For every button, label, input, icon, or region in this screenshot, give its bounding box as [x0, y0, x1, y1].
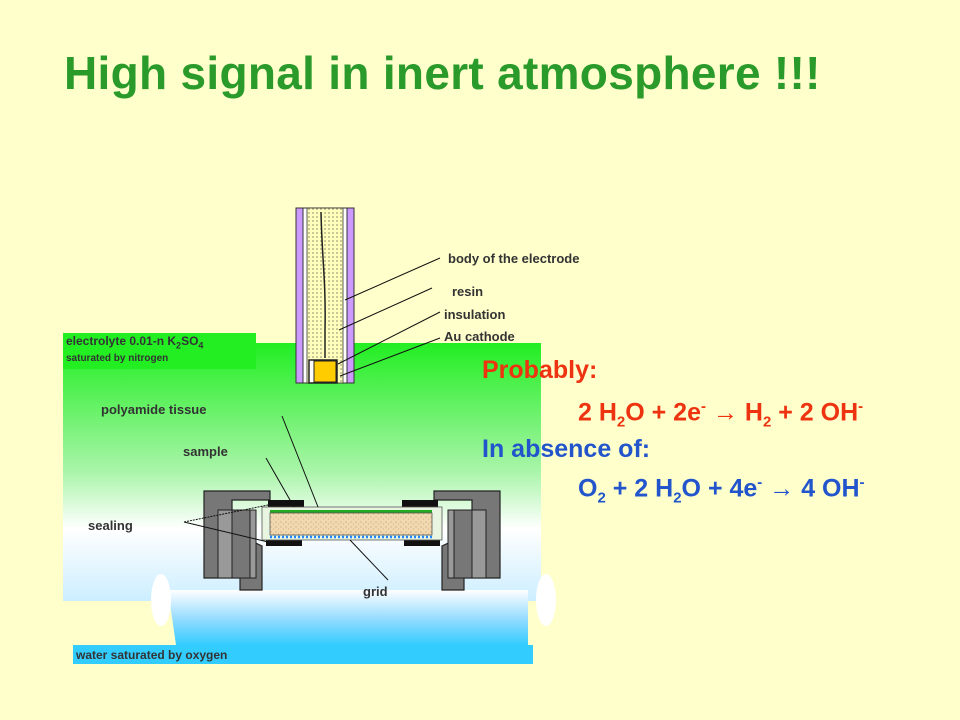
electrolyte-label-box: [63, 333, 256, 369]
label-sealing: sealing: [88, 518, 133, 533]
leader-lines: [183, 257, 441, 581]
beaker-rim-right: [536, 574, 556, 626]
probably-heading: Probably:: [482, 356, 598, 384]
sample-holder: [203, 490, 501, 591]
label-electrolyte-saturation: saturated by nitrogen: [66, 353, 169, 364]
label-electrode-body: body of the electrode: [448, 251, 580, 266]
label-water: water saturated by oxygen: [76, 648, 228, 662]
label-au-cathode: Au cathode: [444, 329, 515, 344]
label-polyamide-tissue: polyamide tissue: [101, 402, 207, 417]
label-electrolyte: electrolyte 0.01-n K2SO4: [66, 334, 204, 351]
label-sample: sample: [183, 444, 228, 459]
electrode: [295, 207, 355, 384]
water-label-bar: [73, 645, 533, 664]
reaction-oxygen-reduction: O2 + 2 H2O + 4e- → 4 OH-: [578, 474, 865, 507]
label-resin: resin: [452, 284, 484, 299]
page-title: High signal in inert atmosphere !!!: [64, 47, 821, 99]
sample-layer: [269, 512, 433, 536]
absence-heading: In absence of:: [482, 435, 651, 463]
water-region: [168, 590, 528, 645]
label-insulation: insulation: [444, 307, 506, 322]
beaker-rim-left: [151, 574, 171, 626]
label-grid: grid: [363, 584, 388, 599]
reaction-hydrogen-evolution: 2 H2O + 2e- → H2 + 2 OH-: [578, 398, 864, 431]
